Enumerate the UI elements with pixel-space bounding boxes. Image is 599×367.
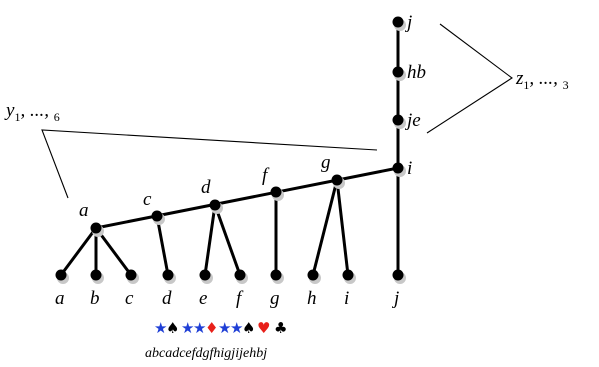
- leaf-e: [199, 269, 211, 281]
- star-icon: ★: [230, 319, 243, 337]
- leaf-g: [270, 269, 282, 281]
- edge-a-a: [59, 226, 98, 277]
- tree-edges: [59, 20, 400, 277]
- node-j-top: [392, 16, 404, 28]
- label-d-spine: d: [201, 177, 211, 198]
- sequence-text: abcadcefdgfhigjijehbj: [145, 346, 267, 361]
- diamond-icon: ♦: [205, 319, 218, 337]
- leaf-h: [307, 269, 319, 281]
- label-leaf-f: f: [236, 288, 244, 309]
- edge-g-i: [335, 178, 350, 277]
- label-leaf-b: b: [90, 288, 100, 309]
- club-icon: ♣: [274, 319, 287, 337]
- heart-icon: ♥: [257, 319, 270, 337]
- tree-nodes: [55, 16, 404, 281]
- node-g-spine: [331, 174, 343, 186]
- label-j-top: j: [404, 12, 412, 33]
- leaf-f: [234, 269, 246, 281]
- edge-spine: [94, 166, 400, 230]
- label-leaf-g: g: [270, 288, 280, 309]
- star-icon: ★: [181, 319, 194, 337]
- bracket-y-label: y1, ..., 6: [4, 100, 60, 124]
- label-hb: hb: [407, 62, 426, 83]
- edge-d-e: [203, 203, 217, 277]
- label-leaf-d: d: [162, 288, 172, 309]
- leaf-j: [392, 269, 404, 281]
- node-c-spine: [151, 210, 163, 222]
- node-f-spine: [270, 186, 282, 198]
- node-je: [392, 114, 404, 126]
- label-leaf-i: i: [344, 288, 349, 309]
- star-icon: ★: [193, 319, 206, 337]
- node-d-spine: [209, 199, 221, 211]
- bracket-z-lines: [426, 23, 513, 134]
- label-f-spine: f: [262, 165, 270, 186]
- edge-d-f: [213, 203, 242, 277]
- bracket-z-label: z1, ..., 3: [515, 68, 569, 92]
- leaf-b: [90, 269, 102, 281]
- edge-g-h: [311, 178, 339, 277]
- edge-c-d: [155, 214, 170, 277]
- leaf-a: [55, 269, 67, 281]
- node-i-spine: [392, 162, 404, 174]
- label-leaf-a: a: [55, 288, 65, 309]
- label-je: je: [404, 110, 421, 131]
- star-icon: ★: [218, 319, 231, 337]
- leaf-i: [342, 269, 354, 281]
- label-c-spine: c: [143, 189, 152, 210]
- spade-icon: ♠: [242, 319, 255, 337]
- label-g-spine: g: [321, 152, 331, 173]
- bracket-y-lines: [41, 129, 378, 199]
- suit-symbol-row: ★♠★★♦★★♠♥♣: [154, 319, 287, 337]
- label-leaf-e: e: [199, 288, 207, 309]
- star-icon: ★: [154, 319, 167, 337]
- label-i-spine: i: [407, 158, 412, 179]
- node-hb: [392, 66, 404, 78]
- label-leaf-c: c: [125, 288, 134, 309]
- label-leaf-j: j: [391, 288, 399, 309]
- edge-a-c: [94, 226, 133, 277]
- label-a-spine: a: [79, 200, 89, 221]
- label-leaf-h: h: [307, 288, 317, 309]
- spade-icon: ♠: [166, 319, 179, 337]
- leaf-c: [125, 269, 137, 281]
- leaf-d: [162, 269, 174, 281]
- node-a-spine: [90, 222, 102, 234]
